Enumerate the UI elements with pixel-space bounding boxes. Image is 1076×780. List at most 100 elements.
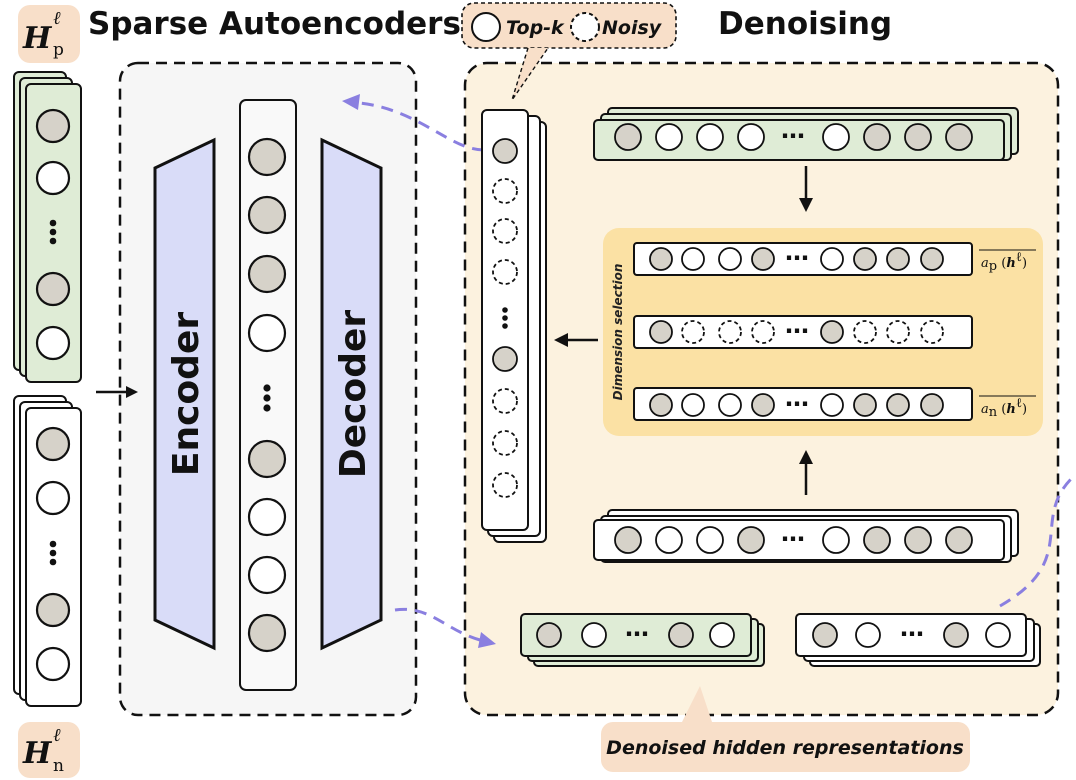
hn-label: H ℓ n bbox=[18, 722, 80, 778]
noisy-node bbox=[492, 388, 518, 414]
hp-stack bbox=[13, 71, 82, 383]
hp-sub: p bbox=[53, 40, 64, 60]
denoised-positive: ⋯ bbox=[520, 613, 765, 667]
positive-row-top: ⋯ bbox=[593, 107, 1019, 161]
active-node bbox=[247, 439, 287, 479]
noisy-node bbox=[681, 320, 705, 344]
selection-arrow bbox=[554, 333, 598, 347]
denoising-title: Denoising bbox=[718, 6, 892, 42]
inactive-node bbox=[35, 646, 71, 682]
inactive-node bbox=[247, 313, 287, 353]
active-node bbox=[943, 622, 969, 648]
active-node bbox=[35, 108, 71, 144]
inactive-node bbox=[820, 247, 844, 271]
active-node bbox=[751, 393, 775, 417]
inactive-node bbox=[681, 393, 705, 417]
inactive-node bbox=[822, 123, 850, 151]
active-node bbox=[751, 247, 775, 271]
active-node bbox=[863, 526, 891, 554]
ap-annotation: ap (hℓ) bbox=[979, 249, 1036, 274]
hn-H: H bbox=[22, 736, 53, 771]
active-node bbox=[812, 622, 838, 648]
active-node bbox=[904, 526, 932, 554]
negative-row-bottom: ⋯ bbox=[593, 509, 1019, 563]
dimension-selection-label: Dimension selection bbox=[611, 264, 625, 401]
encoder-label: Encoder bbox=[166, 312, 207, 476]
dimension-selection-box: Dimension selection ⋯ ⋯ ⋯ ap (hℓ) an (hℓ… bbox=[603, 228, 1043, 436]
inactive-node bbox=[822, 526, 850, 554]
svg-text:an (hℓ): an (hℓ) bbox=[981, 396, 1027, 420]
ellipsis: ⋯ bbox=[900, 620, 924, 648]
encoder-block: Encoder bbox=[153, 137, 216, 651]
active-node bbox=[668, 622, 694, 648]
active-node bbox=[247, 254, 287, 294]
noisy-node bbox=[492, 259, 518, 285]
inactive-node bbox=[247, 497, 287, 537]
inactive-node bbox=[35, 160, 71, 196]
noisy-node bbox=[886, 320, 910, 344]
ellipsis-dot bbox=[49, 237, 57, 245]
denoised-label: Denoised hidden representations bbox=[606, 737, 964, 759]
svg-text:ap (hℓ): ap (hℓ) bbox=[981, 250, 1027, 274]
active-node bbox=[886, 393, 910, 417]
hn-stack bbox=[13, 395, 82, 707]
noisy-node bbox=[492, 430, 518, 456]
active-node bbox=[247, 195, 287, 235]
ellipsis-dot bbox=[502, 323, 508, 329]
arrow-down bbox=[799, 166, 813, 212]
inactive-node bbox=[35, 480, 71, 516]
noisy-node bbox=[492, 178, 518, 204]
noisy-node bbox=[492, 472, 518, 498]
ellipsis: ⋯ bbox=[785, 244, 809, 272]
ellipsis-dot bbox=[502, 315, 508, 321]
ellipsis: ⋯ bbox=[625, 620, 649, 648]
active-node bbox=[853, 393, 877, 417]
active-node bbox=[649, 320, 673, 344]
topk-legend-icon bbox=[471, 12, 501, 42]
active-node bbox=[820, 320, 844, 344]
sparse-code-stack bbox=[481, 109, 547, 543]
inactive-node bbox=[655, 526, 683, 554]
active-node bbox=[649, 247, 673, 271]
hn-ell: ℓ bbox=[53, 725, 61, 746]
ellipsis-dot bbox=[49, 228, 57, 236]
noisy-node bbox=[751, 320, 775, 344]
active-node bbox=[247, 137, 287, 177]
active-node bbox=[247, 613, 287, 653]
inactive-node bbox=[681, 247, 705, 271]
inactive-node bbox=[820, 393, 844, 417]
inactive-node bbox=[737, 123, 765, 151]
sae-output-arrow bbox=[342, 94, 485, 152]
inactive-node bbox=[709, 622, 735, 648]
loop-arrow bbox=[999, 476, 1074, 608]
noisy-node bbox=[492, 218, 518, 244]
ellipsis-dot bbox=[49, 558, 57, 566]
hp-ell: ℓ bbox=[53, 8, 61, 29]
sae-title: Sparse Autoencoders bbox=[88, 6, 461, 42]
arrow-up bbox=[799, 450, 813, 495]
inactive-node bbox=[581, 622, 607, 648]
ellipsis-dot bbox=[263, 394, 271, 402]
active-node bbox=[853, 247, 877, 271]
input-arrow bbox=[96, 386, 138, 398]
hn-sub: n bbox=[53, 756, 64, 776]
inactive-node bbox=[247, 555, 287, 595]
active-node bbox=[920, 393, 944, 417]
active-node bbox=[614, 123, 642, 151]
inactive-node bbox=[855, 622, 881, 648]
active-node bbox=[35, 592, 71, 628]
ellipsis: ⋯ bbox=[785, 317, 809, 345]
topk-legend-label: Top-k bbox=[506, 17, 565, 39]
active-node bbox=[945, 526, 973, 554]
noisy-node bbox=[853, 320, 877, 344]
active-node bbox=[737, 526, 765, 554]
denoised-negative: ⋯ bbox=[795, 613, 1041, 667]
inactive-node bbox=[985, 622, 1011, 648]
noisy-legend-icon bbox=[570, 12, 600, 42]
inactive-node bbox=[718, 393, 742, 417]
ellipsis-dot bbox=[263, 384, 271, 392]
ellipsis: ⋯ bbox=[781, 122, 805, 150]
active-node bbox=[945, 123, 973, 151]
active-node bbox=[492, 138, 518, 164]
active-node bbox=[536, 622, 562, 648]
